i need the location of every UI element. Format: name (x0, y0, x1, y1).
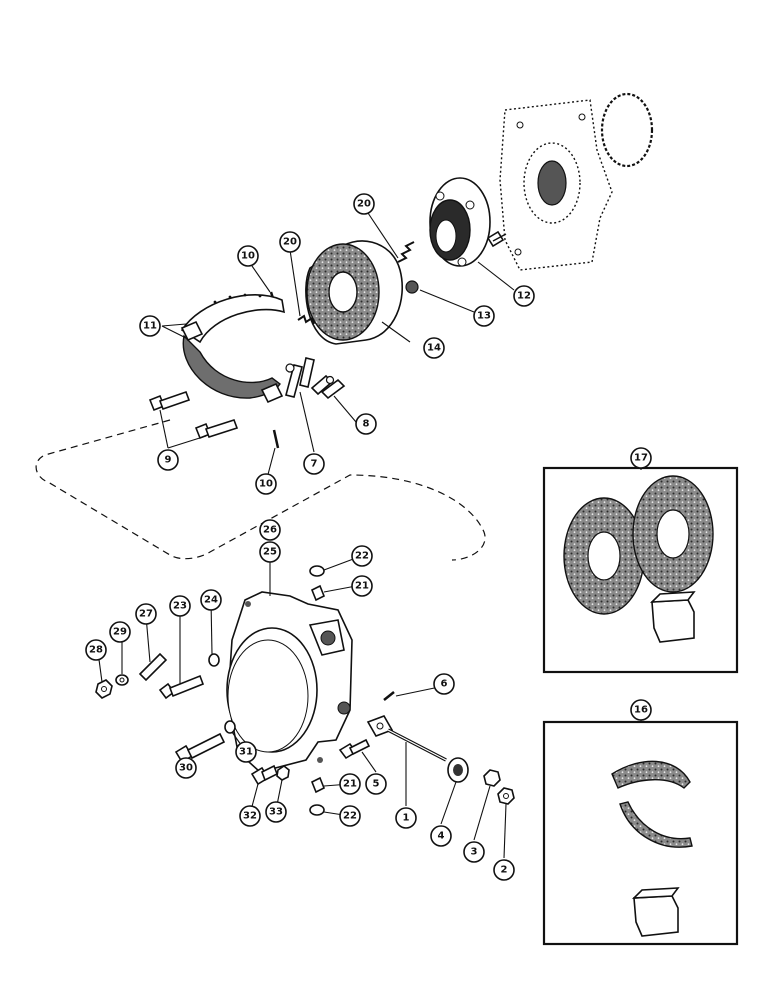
callout-23-label: 23 (173, 601, 187, 612)
callout-22-lower-label: 22 (343, 811, 357, 822)
links (285, 357, 346, 400)
callout-33-label: 33 (269, 807, 283, 818)
nut-3 (483, 769, 501, 787)
callout-30: 30 (175, 757, 197, 779)
callout-29-label: 29 (113, 627, 127, 638)
callout-12: 12 (513, 285, 535, 307)
callout-25-label: 25 (263, 547, 277, 558)
pin-5 (338, 738, 371, 760)
callout-20-left: 20 (279, 231, 301, 253)
callout-16-label: 16 (634, 705, 648, 716)
callout-22-upper-label: 22 (355, 551, 369, 562)
callout-30-label: 30 (179, 763, 193, 774)
callout-20-right-label: 20 (357, 199, 371, 210)
callout-3: 3 (463, 841, 485, 863)
callout-21-lower-label: 21 (343, 779, 357, 790)
callout-6-label: 6 (441, 679, 448, 690)
plug-upper (309, 565, 326, 602)
callout-8: 8 (355, 413, 377, 435)
brake-disc (305, 240, 404, 345)
callout-1-label: 1 (403, 813, 410, 824)
callout-9-label: 9 (165, 455, 172, 466)
left-fasteners (95, 652, 168, 699)
callout-17-label: 17 (634, 453, 648, 464)
phantom-outline (35, 419, 486, 561)
callout-32: 32 (239, 805, 261, 827)
callout-10-lower: 10 (255, 473, 277, 495)
callout-3-label: 3 (471, 847, 478, 858)
callout-17: 17 (630, 447, 652, 469)
plate-screw (486, 230, 507, 248)
band-bolts (148, 390, 239, 440)
callout-27: 27 (135, 603, 157, 625)
callout-13-label: 13 (477, 311, 491, 322)
bolt-30 (174, 720, 236, 764)
spring-4 (447, 757, 469, 783)
callout-26: 26 (259, 519, 281, 541)
callout-28-label: 28 (89, 645, 103, 656)
nut-2 (497, 787, 515, 805)
callout-29: 29 (109, 621, 131, 643)
callout-21-lower: 21 (339, 773, 361, 795)
callout-23: 23 (169, 595, 191, 617)
callout-20-left-label: 20 (283, 237, 297, 248)
ball (405, 280, 419, 294)
pin-6 (383, 691, 395, 701)
callout-26-label: 26 (263, 525, 277, 536)
callout-21-upper-label: 21 (355, 581, 369, 592)
callout-9: 9 (157, 449, 179, 471)
callout-27-label: 27 (139, 609, 153, 620)
callout-7: 7 (303, 453, 325, 475)
gasket-plate (499, 99, 613, 271)
callout-4-label: 4 (438, 831, 445, 842)
callout-31: 31 (235, 741, 257, 763)
callout-21-upper: 21 (351, 575, 373, 597)
hub (429, 177, 491, 267)
callout-14-label: 14 (427, 343, 441, 354)
callout-10-upper: 10 (237, 245, 259, 267)
cotter-pin-lower (272, 429, 280, 449)
callout-1: 1 (395, 807, 417, 829)
callout-20-right: 20 (353, 193, 375, 215)
screw-23 (158, 653, 220, 700)
kit-box-16 (542, 720, 739, 946)
callout-10-upper-label: 10 (241, 251, 255, 262)
callout-7-label: 7 (311, 459, 318, 470)
callout-14: 14 (423, 337, 445, 359)
callout-2-label: 2 (501, 865, 508, 876)
callout-2: 2 (493, 859, 515, 881)
callout-6: 6 (433, 673, 455, 695)
callout-11-label: 11 (143, 321, 157, 332)
callout-10-lower-label: 10 (259, 479, 273, 490)
callout-24: 24 (200, 589, 222, 611)
callout-8-label: 8 (363, 419, 370, 430)
callout-22-upper: 22 (351, 545, 373, 567)
callout-11: 11 (139, 315, 161, 337)
callout-4: 4 (430, 825, 452, 847)
callout-25: 25 (259, 541, 281, 563)
callout-5-label: 5 (373, 779, 380, 790)
callout-28: 28 (85, 639, 107, 661)
adjusting-rod (366, 715, 447, 762)
callout-32-label: 32 (243, 811, 257, 822)
spring-pin-left (297, 314, 315, 325)
bolt-32 (250, 764, 290, 786)
o-ring (600, 92, 654, 168)
callout-22-lower: 22 (339, 805, 361, 827)
callout-13: 13 (473, 305, 495, 327)
brake-band (180, 293, 286, 404)
plug-lower (309, 776, 326, 816)
callout-16: 16 (630, 699, 652, 721)
callout-31-label: 31 (239, 747, 253, 758)
callout-24-label: 24 (204, 595, 218, 606)
kit-box-17 (542, 466, 739, 674)
brake-housing (226, 591, 353, 773)
callout-33: 33 (265, 801, 287, 823)
callout-5: 5 (365, 773, 387, 795)
spring-pin-upper (397, 241, 415, 263)
callout-12-label: 12 (517, 291, 531, 302)
